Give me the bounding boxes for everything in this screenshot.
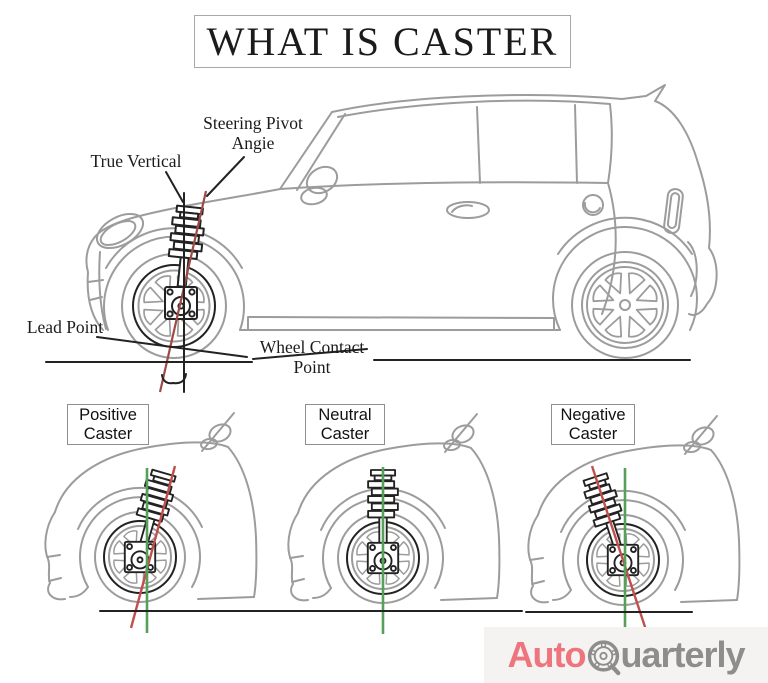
negative-caster-label: Negative Caster (551, 404, 635, 445)
steering-pivot-label: Steering Pivot Angie (203, 113, 303, 153)
wheel-contact-point-label: Wheel Contact Point (259, 337, 365, 377)
steering-pivot-callout-line (206, 156, 245, 197)
lead-point-label: Lead Point (26, 317, 104, 337)
pivot-axis-line (590, 465, 648, 631)
title-box: WHAT IS CASTER (194, 15, 571, 68)
wheel-q-icon (588, 640, 621, 676)
negative-caster-diagram (525, 415, 741, 636)
neutral-caster-label: Neutral Caster (305, 404, 385, 445)
logo-prefix: Auto (507, 634, 586, 675)
pivot-axis-line (129, 465, 177, 629)
rear-wheel (571, 251, 679, 359)
neutral-caster-diagram (280, 413, 523, 634)
true-vertical-label: True Vertical (90, 151, 182, 171)
wheel-contact-callout-line (252, 348, 368, 360)
true-vertical-callout-line (165, 171, 184, 203)
lead-distance-brace (161, 373, 187, 385)
page-title: WHAT IS CASTER (206, 19, 559, 64)
logo-suffix: uarterly (620, 634, 745, 675)
brand-logo: Auto uarterly (484, 627, 768, 683)
positive-caster-diagram (44, 412, 294, 633)
positive-caster-label: Positive Caster (67, 404, 149, 445)
lead-point-callout-line (96, 336, 248, 358)
main-car-drawing (45, 84, 718, 393)
